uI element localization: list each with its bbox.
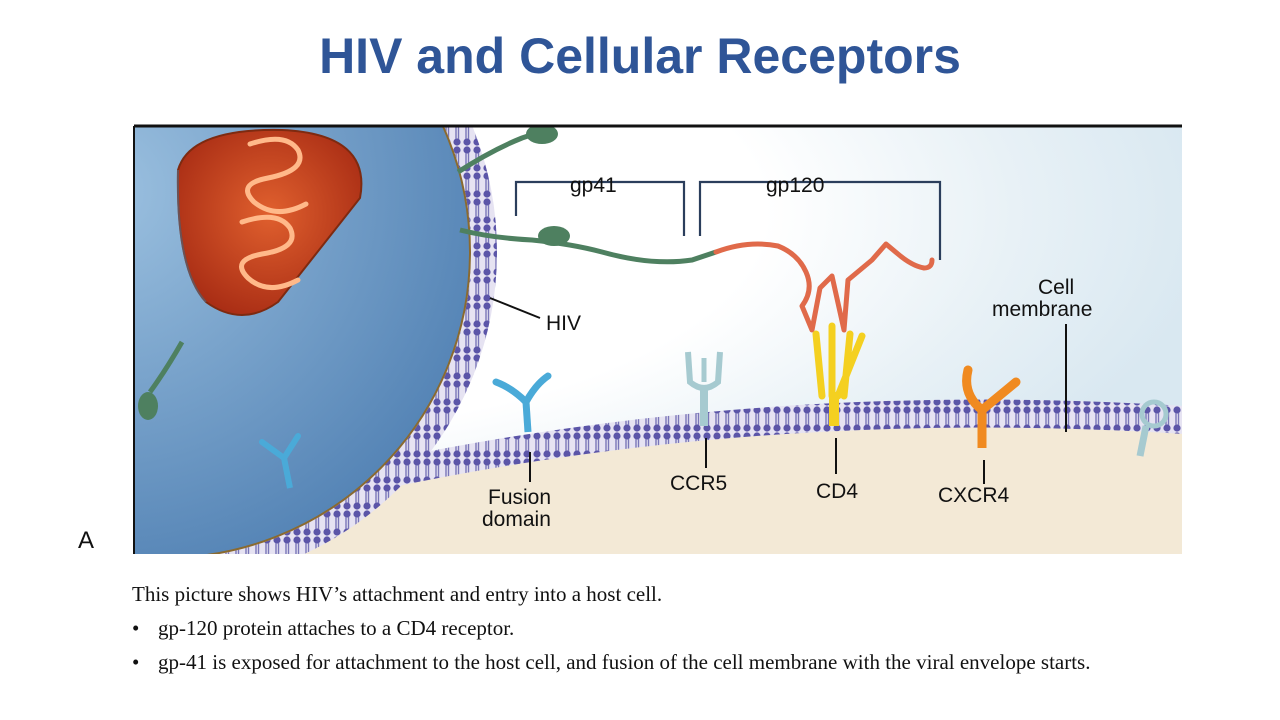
label-cell-membrane-line1: Cell xyxy=(1038,276,1074,299)
gp41-stem-main xyxy=(459,227,717,265)
gp41-bracket xyxy=(514,180,686,236)
slide-title: HIV and Cellular Receptors xyxy=(319,28,961,84)
receptor-fusion-domain xyxy=(492,372,552,433)
receptor-cd4 xyxy=(812,322,866,426)
gp41-stem-lower xyxy=(147,340,185,394)
bullet-item: • gp-41 is exposed for attachment to the… xyxy=(132,650,1202,674)
hiv-leader-line xyxy=(489,297,541,319)
bullet-marker: • xyxy=(132,616,140,640)
label-gp41: gp41 xyxy=(570,174,617,197)
rna-strand-top xyxy=(245,136,309,214)
rna-strand-bottom xyxy=(239,214,301,290)
receptor-left-fusion-small xyxy=(259,433,301,489)
receptor-ccr5 xyxy=(685,351,723,426)
bullet-marker: • xyxy=(132,650,140,674)
label-fusion-line1: Fusion xyxy=(488,486,551,509)
hiv-receptor-diagram: gp41 gp120 HIV Cell membrane Fusion doma… xyxy=(78,124,1182,554)
label-ccr5: CCR5 xyxy=(670,472,727,495)
hiv-receptor-figure: gp41 gp120 HIV Cell membrane Fusion doma… xyxy=(72,120,1182,560)
bullet-text: gp-41 is exposed for attachment to the h… xyxy=(158,650,1091,674)
receptor-cxcr4 xyxy=(962,365,1021,448)
bullet-list: • gp-120 protein attaches to a CD4 recep… xyxy=(132,616,1202,674)
label-hiv: HIV xyxy=(546,312,581,335)
bullet-text: gp-120 protein attaches to a CD4 recepto… xyxy=(158,616,515,640)
label-cd4: CD4 xyxy=(816,480,858,503)
hiv-envelope-membrane xyxy=(218,126,497,554)
bullet-item: • gp-120 protein attaches to a CD4 recep… xyxy=(132,616,1202,640)
gp120-bracket xyxy=(698,180,942,260)
gp120-protein xyxy=(713,241,935,333)
intro-text: This picture shows HIV’s attachment and … xyxy=(132,582,663,606)
slide-body: This picture shows HIV’s attachment and … xyxy=(132,582,1202,684)
label-gp120: gp120 xyxy=(766,174,824,197)
label-cxcr4: CXCR4 xyxy=(938,484,1010,507)
figure-panel: gp41 gp120 HIV Cell membrane Fusion doma… xyxy=(134,126,1182,554)
receptor-right xyxy=(1136,399,1169,457)
panel-letter: A xyxy=(78,527,94,554)
gp41-stem-top xyxy=(456,126,553,175)
label-cell-membrane-line2: membrane xyxy=(992,298,1092,321)
label-fusion-line2: domain xyxy=(482,508,551,531)
host-cell-cytoplasm xyxy=(134,413,1182,554)
